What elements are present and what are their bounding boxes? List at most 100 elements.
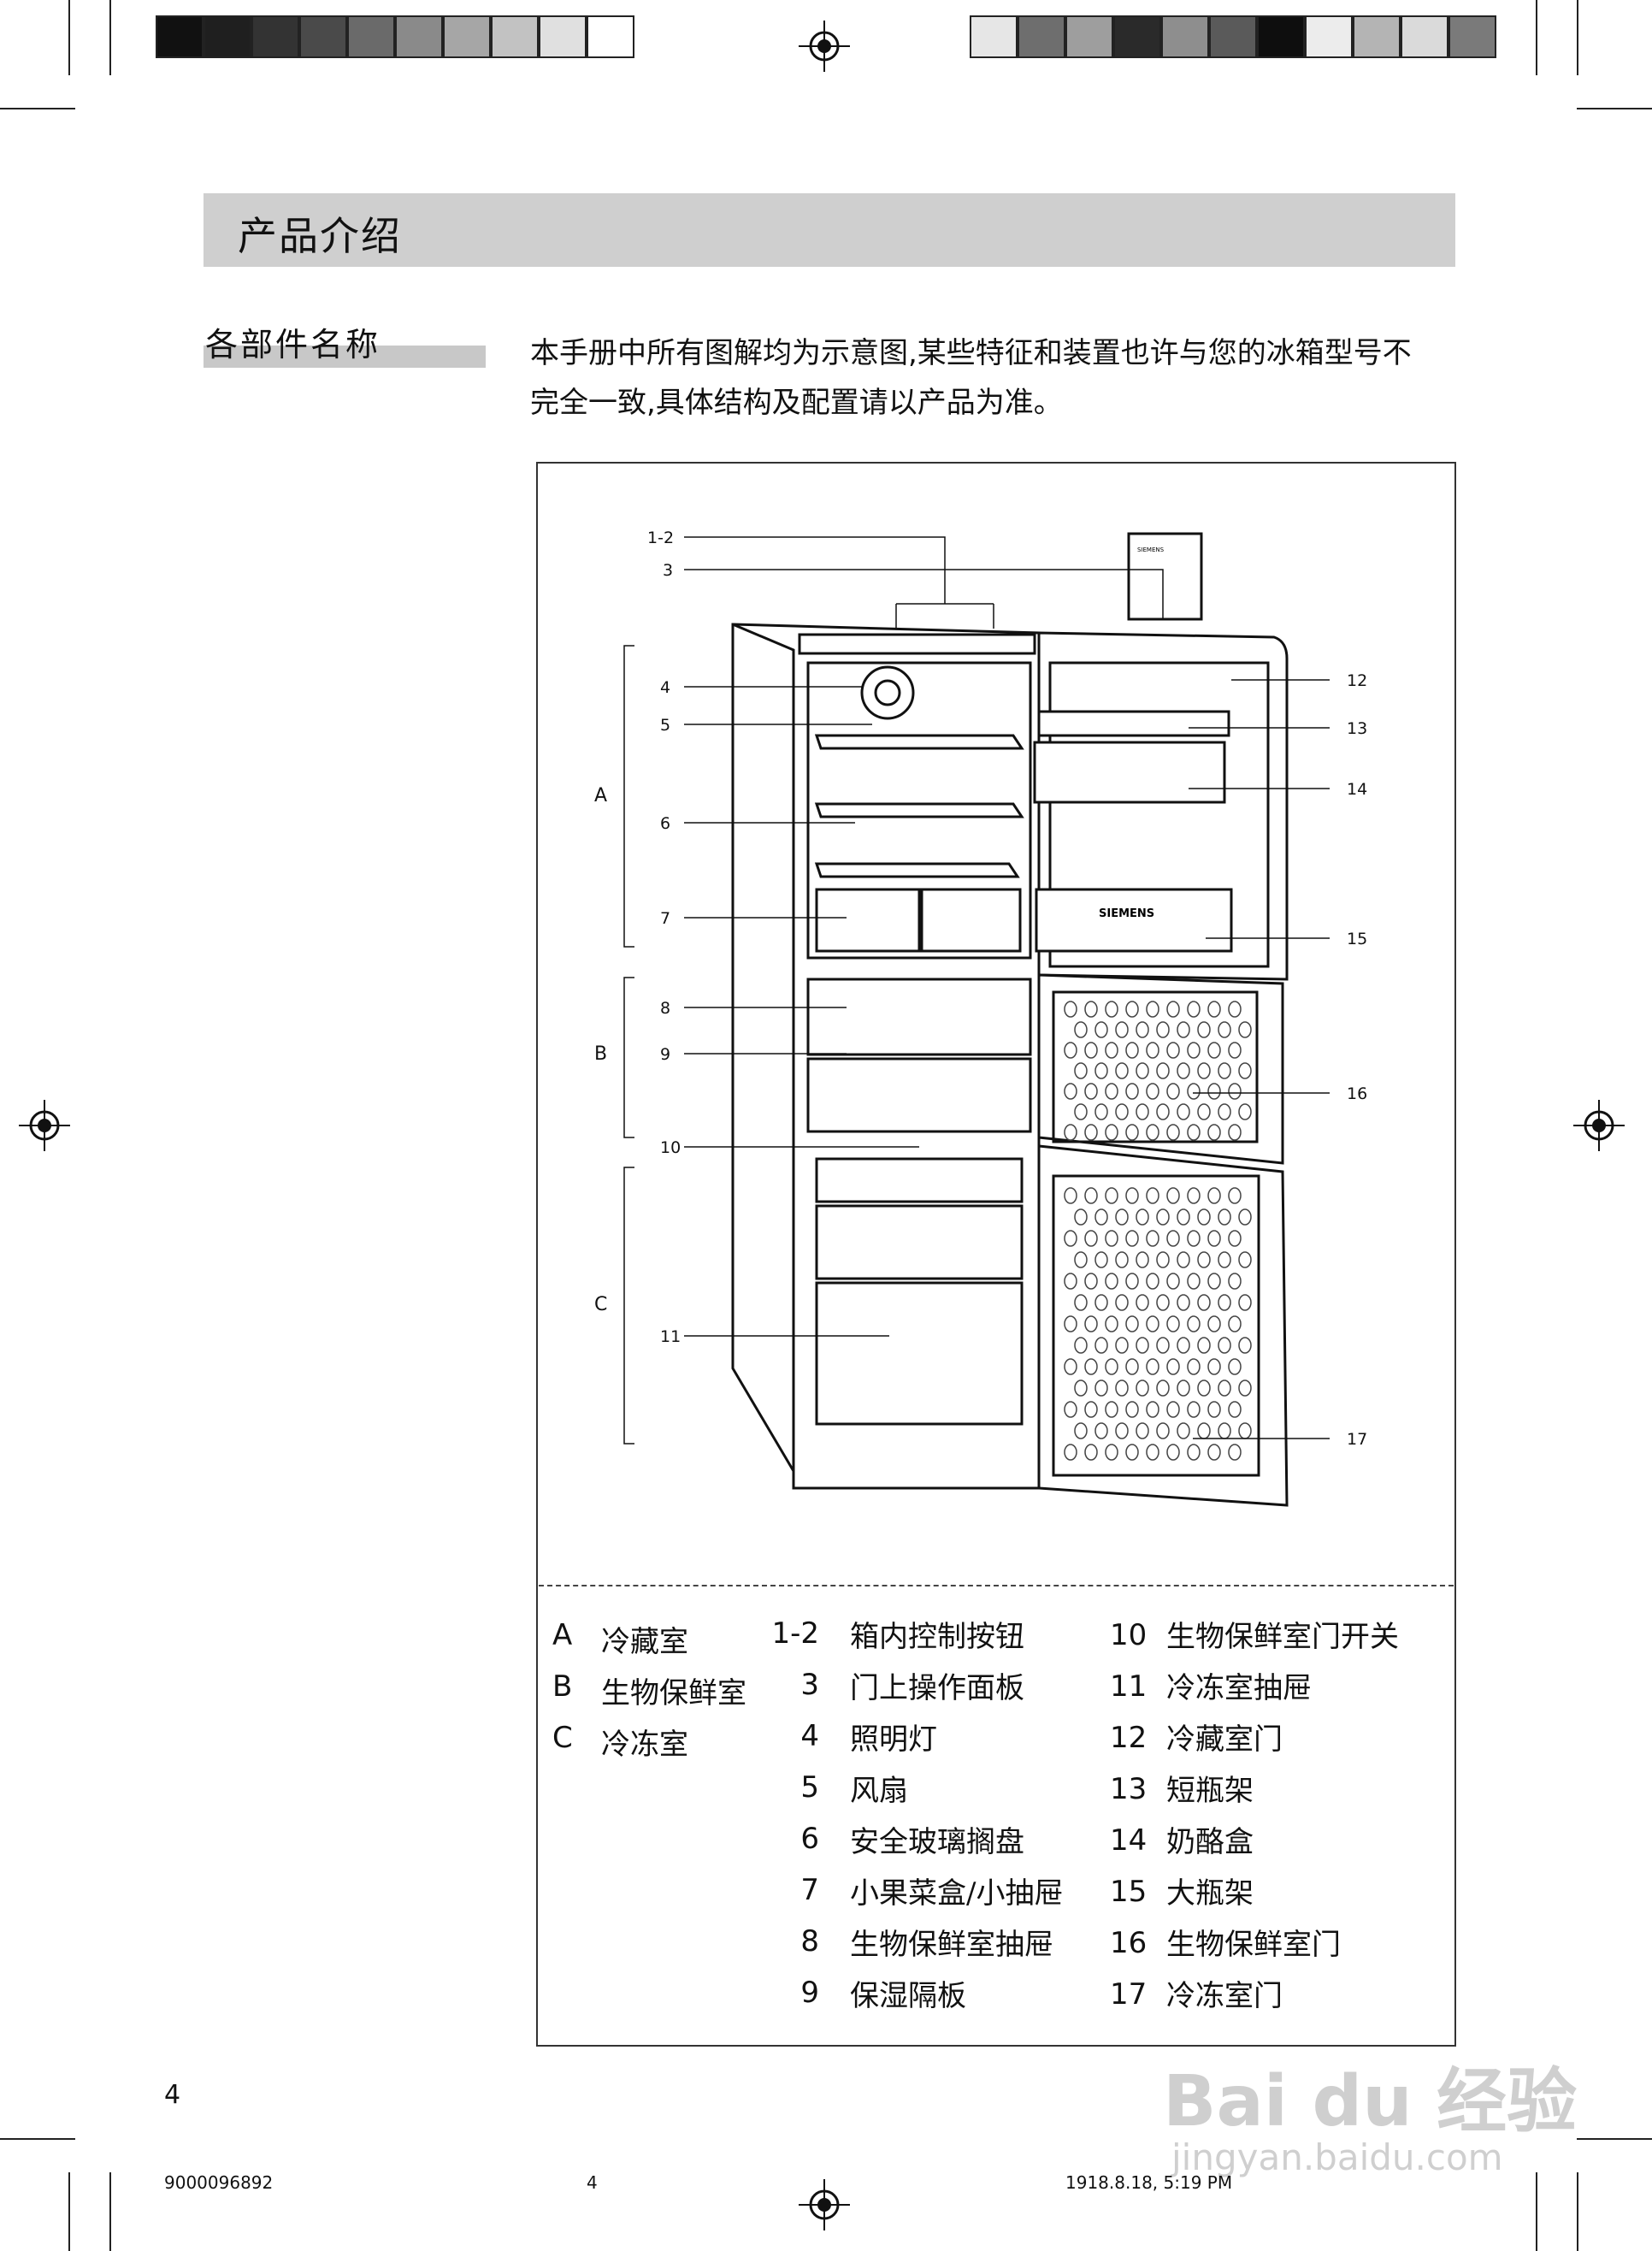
crop-mark [0,108,75,109]
door-dimple [1136,1021,1149,1038]
door-dimple [1064,1401,1077,1418]
door-dimple [1064,1315,1077,1332]
registration-mark-icon [799,21,850,72]
door-dimple [1136,1103,1149,1120]
door-dimple [1238,1021,1252,1038]
door-dimple [1156,1422,1170,1439]
legend-key: C [552,1721,573,1755]
door-dimple [1207,1083,1221,1100]
door-dimple [1207,1358,1221,1375]
door-dimple [1105,1230,1118,1247]
door-dimple [1146,1358,1159,1375]
door-dimple [1238,1208,1252,1226]
legend-name: 冷藏室 [601,1625,688,1659]
legend-key: B [552,1669,573,1704]
legend-number: 5 [800,1770,819,1805]
door-dimple [1187,1042,1201,1059]
crop-mark [1577,2138,1652,2140]
door-dimple [1084,1401,1098,1418]
callout-label: 13 [1347,719,1368,738]
door-dimple [1064,1042,1077,1059]
legend-part-name: 安全玻璃搁盘 [850,1825,1024,1859]
legend-name: 生物保鲜室 [601,1676,746,1710]
door-dimple [1207,1230,1221,1247]
door-dimple [1094,1294,1108,1311]
brand-label: SIEMENS [1099,907,1154,920]
door-dimple [1238,1062,1252,1079]
door-dimple [1074,1380,1088,1397]
color-swatch [491,15,539,58]
page-number: 4 [164,2080,181,2110]
crop-mark [109,2172,111,2251]
callout-label: 14 [1347,780,1368,799]
legend-number: 17 [1110,1977,1148,2012]
door-dimple [1094,1422,1108,1439]
door-dimple [1218,1337,1231,1354]
door-dimple [1228,1042,1242,1059]
door-dimple [1166,1273,1180,1290]
legend-number: 1-2 [771,1616,819,1651]
door-dimple [1136,1294,1149,1311]
door-dimple [1074,1062,1088,1079]
color-swatch [443,15,491,58]
door-dimple [1074,1021,1088,1038]
watermark-brand: Bai du 经验 [1163,2061,1578,2142]
legend-number: 15 [1110,1875,1148,1909]
door-dimple [1166,1001,1180,1018]
callout-label: 5 [660,716,671,735]
callout-label: 3 [663,561,674,580]
door-dimple [1084,1315,1098,1332]
crop-mark [1536,2172,1537,2251]
door-dimple [1228,1124,1242,1141]
door-dimple [1228,1401,1242,1418]
door-dimple [1125,1001,1139,1018]
door-dimple [1105,1001,1118,1018]
door-dimple [1146,1273,1159,1290]
legend-number: 3 [800,1668,819,1702]
door-dimple [1074,1251,1088,1268]
door-dimple [1074,1208,1088,1226]
legend-part-name: 生物保鲜室门 [1166,1928,1341,1962]
door-dimple [1187,1401,1201,1418]
callout-label: 11 [660,1327,681,1346]
door-dimple [1115,1021,1129,1038]
brand-label: SIEMENS [1137,547,1165,553]
door-dimple [1187,1230,1201,1247]
door-dimple [1218,1021,1231,1038]
color-swatch [251,15,299,58]
door-dimple [1228,1358,1242,1375]
color-swatch [539,15,587,58]
crop-mark [1577,2172,1578,2251]
door-dimple [1064,1230,1077,1247]
door-dimple [1207,1273,1221,1290]
door-dimple [1218,1062,1231,1079]
door-dimple [1136,1251,1149,1268]
door-dimple [1074,1422,1088,1439]
watermark-url: jingyan.baidu.com [1171,2136,1503,2178]
door-dimple [1228,1315,1242,1332]
door-dimple [1084,1042,1098,1059]
door-dimple [1136,1422,1149,1439]
figure-frame [536,462,1456,2047]
section-label: C [594,1294,608,1315]
color-swatch [299,15,347,58]
door-dimple [1136,1208,1149,1226]
door-dimple [1156,1208,1170,1226]
door-dimple [1074,1103,1088,1120]
door-dimple [1084,1230,1098,1247]
callout-label: 1-2 [647,529,675,547]
legend-part-name: 短瓶架 [1166,1774,1254,1808]
door-dimple [1207,1187,1221,1204]
door-dimple [1115,1251,1129,1268]
door-dimple [1156,1251,1170,1268]
color-swatch [1113,15,1161,58]
door-dimple [1207,1401,1221,1418]
legend-part-name: 大瓶架 [1166,1876,1254,1911]
legend-part-name: 生物保鲜室门开关 [1166,1620,1399,1654]
legend-part-name: 小果菜盒/小抽屉 [850,1876,1064,1911]
door-dimple [1238,1337,1252,1354]
door-dimple [1166,1083,1180,1100]
crop-mark [1577,0,1578,75]
crop-mark [1577,108,1652,109]
legend-number: 10 [1110,1618,1148,1652]
